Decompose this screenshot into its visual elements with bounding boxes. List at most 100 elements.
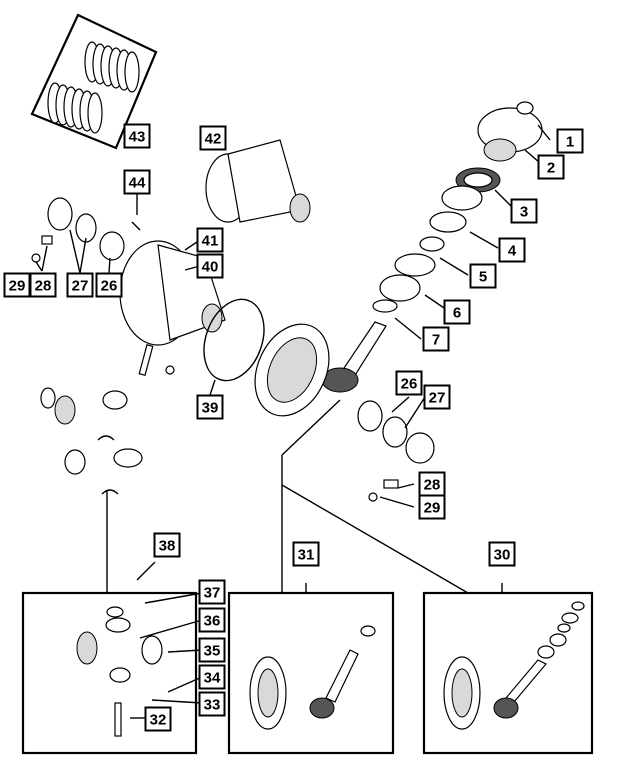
differential-case-42 xyxy=(205,139,311,223)
callout-number: 4 xyxy=(508,243,517,260)
callout-29: 29 xyxy=(3,272,31,298)
o-ring-39 xyxy=(203,298,265,382)
callout-28: 28 xyxy=(29,272,57,298)
callout-box xyxy=(123,169,151,195)
callout-number: 7 xyxy=(432,332,440,349)
ring-gear xyxy=(254,323,330,417)
callout-box xyxy=(198,664,226,690)
callout-box xyxy=(196,394,224,420)
callout-box xyxy=(488,541,516,567)
callout-number: 31 xyxy=(298,547,315,564)
small-parts-right xyxy=(368,479,399,502)
callout-number: 29 xyxy=(424,500,441,517)
callout-number: 5 xyxy=(479,269,487,286)
callout-26: 26 xyxy=(95,272,123,298)
callout-box xyxy=(198,607,226,633)
callout-number: 29 xyxy=(9,278,26,295)
bearing-cup-left xyxy=(47,197,125,261)
callout-number: 37 xyxy=(204,585,221,602)
callout-number: 30 xyxy=(494,547,511,564)
callout-29: 29 xyxy=(418,494,446,520)
callout-number: 42 xyxy=(205,131,222,148)
callout-42: 42 xyxy=(199,125,227,151)
callout-box xyxy=(199,125,227,151)
callout-box xyxy=(422,326,450,352)
pinion-outer-bearing xyxy=(419,185,483,252)
differential-case-40 xyxy=(119,240,226,346)
callout-box xyxy=(3,272,31,298)
callout-43: 43 xyxy=(123,123,151,149)
callout-35: 35 xyxy=(198,637,226,663)
callout-number: 1 xyxy=(566,134,574,151)
callout-number: 44 xyxy=(129,175,146,192)
callout-number: 35 xyxy=(204,643,221,660)
clutch-plates-lower xyxy=(47,82,103,134)
callout-box xyxy=(196,253,224,279)
callout-box xyxy=(196,227,224,253)
callout-38: 38 xyxy=(153,532,181,558)
callout-box xyxy=(153,532,181,558)
pinion-flange xyxy=(477,101,543,162)
callout-37: 37 xyxy=(198,579,226,605)
callout-number: 26 xyxy=(101,278,118,295)
callout-39: 39 xyxy=(196,394,224,420)
callout-40: 40 xyxy=(196,253,224,279)
callout-27: 27 xyxy=(66,272,94,298)
callout-32: 32 xyxy=(144,706,172,732)
callout-4: 4 xyxy=(498,237,526,263)
callout-number: 27 xyxy=(429,390,446,407)
callout-box xyxy=(66,272,94,298)
callout-number: 36 xyxy=(204,613,221,630)
callout-number: 38 xyxy=(159,538,176,555)
clutch-plates-upper xyxy=(84,41,140,93)
callout-box xyxy=(469,263,497,289)
callout-1: 1 xyxy=(556,128,584,154)
callout-number: 33 xyxy=(204,697,221,714)
callout-box xyxy=(510,198,538,224)
callout-number: 27 xyxy=(72,278,89,295)
small-parts-left xyxy=(31,221,175,377)
callout-number: 28 xyxy=(35,278,52,295)
callout-36: 36 xyxy=(198,607,226,633)
side-gears-group xyxy=(40,387,143,495)
callout-labels: 1234567262728292627282930313233343536373… xyxy=(3,123,584,732)
callout-28: 28 xyxy=(418,471,446,497)
callout-3: 3 xyxy=(510,198,538,224)
callout-box xyxy=(418,494,446,520)
inset-31-ring-pinion xyxy=(227,591,395,755)
callout-box xyxy=(537,154,565,180)
callout-number: 6 xyxy=(453,305,461,322)
callout-box xyxy=(443,299,471,325)
callout-6: 6 xyxy=(443,299,471,325)
callout-number: 32 xyxy=(150,712,167,729)
callout-number: 26 xyxy=(401,376,418,393)
inset-38-diff-gears xyxy=(21,591,203,755)
callout-box xyxy=(423,384,451,410)
clutch-pack-inset xyxy=(30,13,158,150)
callout-number: 34 xyxy=(204,670,221,687)
callout-box xyxy=(144,706,172,732)
bearing-cup-right xyxy=(357,400,435,464)
callout-box xyxy=(292,541,320,567)
pinion-inner-bearing xyxy=(372,253,436,313)
callout-2: 2 xyxy=(537,154,565,180)
callout-34: 34 xyxy=(198,664,226,690)
callout-number: 40 xyxy=(202,259,219,276)
callout-box xyxy=(498,237,526,263)
callout-33: 33 xyxy=(198,691,226,717)
inset-30-pinion-bearing-kit xyxy=(422,591,594,755)
callout-number: 28 xyxy=(424,477,441,494)
callout-41: 41 xyxy=(196,227,224,253)
callout-box xyxy=(123,123,151,149)
callout-44: 44 xyxy=(123,169,151,195)
callout-7: 7 xyxy=(422,326,450,352)
callout-box xyxy=(198,691,226,717)
callout-5: 5 xyxy=(469,263,497,289)
callout-box xyxy=(198,579,226,605)
callout-number: 2 xyxy=(547,160,555,177)
callout-box xyxy=(95,272,123,298)
callout-box xyxy=(556,128,584,154)
callout-27: 27 xyxy=(423,384,451,410)
leader-lines xyxy=(35,124,551,594)
